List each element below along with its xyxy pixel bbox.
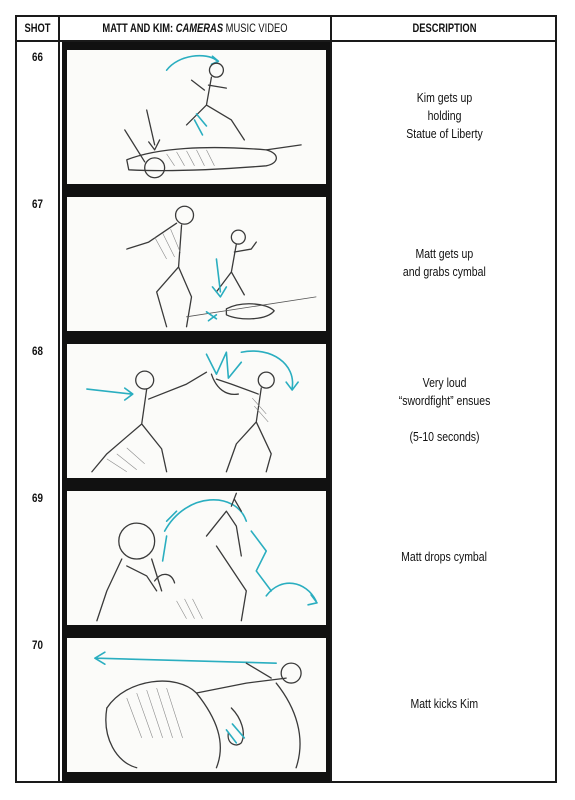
description-line: (5-10 seconds) — [409, 429, 480, 444]
description-spacer — [399, 410, 491, 428]
panel-69-sketch — [96, 492, 318, 622]
description-line: Matt kicks Kim — [410, 696, 479, 711]
table-row: 68 Very loud “swordfight” ensues — [17, 336, 555, 483]
storyboard-sheet: SHOT MATT AND KIM: CAMERAS MUSIC VIDEO D… — [15, 15, 557, 783]
shot-description: Very loud “swordfight” ensues (5-10 seco… — [332, 336, 557, 483]
header-shot: SHOT — [24, 21, 51, 35]
description-line: and grabs cymbal — [403, 264, 486, 279]
panel-66-sketch — [124, 54, 302, 179]
table-row: 67 Matt gets up and grabs cymbal — [17, 189, 555, 336]
description-line: Matt gets up — [415, 246, 474, 261]
shot-number: 70 — [32, 638, 43, 652]
shot-number: 69 — [32, 491, 43, 505]
description-line: Very loud — [422, 375, 467, 390]
storyboard-panel-66 — [67, 50, 326, 184]
description-line: holding — [427, 108, 462, 123]
storyboard-panel-68 — [67, 344, 326, 478]
shot-number: 67 — [32, 197, 43, 211]
table-row: 66 Kim gets up holding Statue of Liberty — [17, 42, 555, 189]
header-title: MATT AND KIM: CAMERAS MUSIC VIDEO — [90, 17, 301, 40]
shot-description: Matt gets up and grabs cymbal — [332, 189, 557, 336]
shot-description: Matt drops cymbal — [332, 483, 557, 630]
shot-number: 68 — [32, 344, 43, 358]
description-line: Statue of Liberty — [406, 126, 483, 141]
shot-number: 66 — [32, 50, 43, 64]
panel-68-sketch — [86, 350, 299, 473]
description-line: Kim gets up — [416, 90, 473, 105]
column-divider-shot — [58, 17, 60, 781]
storyboard-panel-70 — [67, 638, 326, 772]
header-title-suffix: MUSIC VIDEO — [225, 21, 288, 35]
shot-description: Kim gets up holding Statue of Liberty — [332, 42, 557, 189]
description-line: “swordfight” ensues — [398, 393, 491, 408]
header-title-prefix: MATT AND KIM: — [102, 21, 174, 35]
table-row: 69 Matt drops cymbal — [17, 483, 555, 630]
column-divider-description — [330, 17, 332, 781]
panel-70-sketch — [94, 651, 302, 769]
table-header: SHOT MATT AND KIM: CAMERAS MUSIC VIDEO D… — [17, 17, 555, 42]
panel-67-sketch — [126, 205, 317, 328]
table-row: 70 Matt kicks Kim — [17, 630, 555, 777]
description-line: Matt drops cymbal — [401, 549, 488, 564]
storyboard-panel-67 — [67, 197, 326, 331]
header-title-song: CAMERAS — [175, 21, 224, 35]
storyboard-panel-69 — [67, 491, 326, 625]
header-description: DESCRIPTION — [412, 21, 477, 35]
shot-description: Matt kicks Kim — [332, 630, 557, 777]
